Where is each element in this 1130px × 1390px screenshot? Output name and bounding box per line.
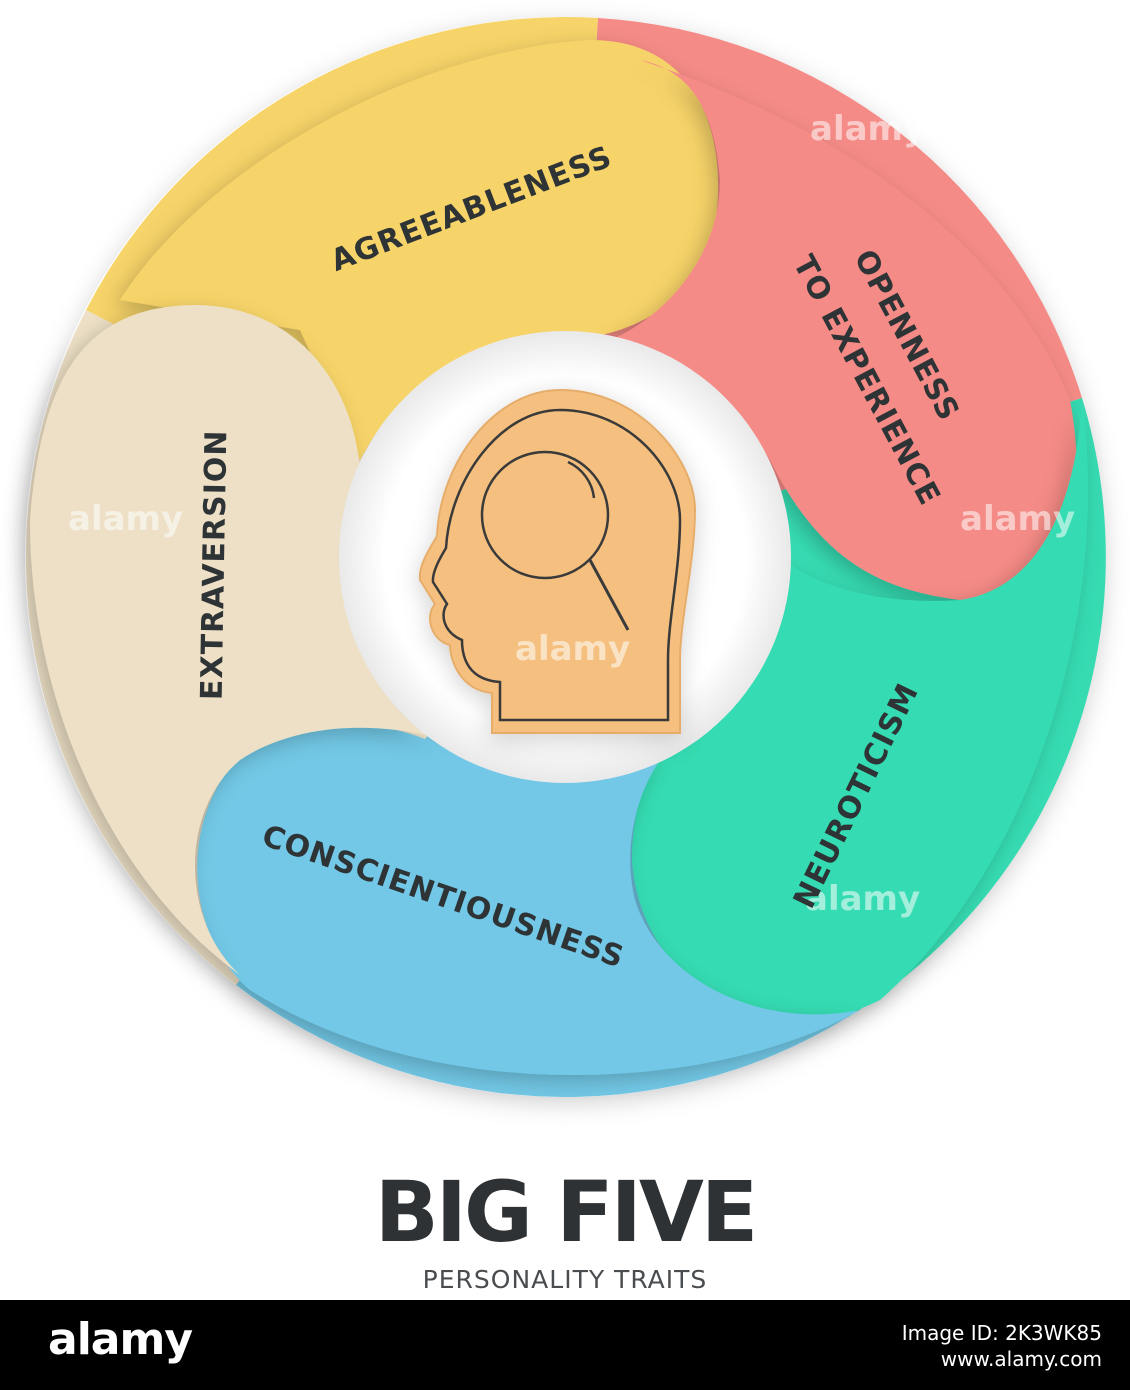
page-title: BIG FIVE (374, 1163, 759, 1261)
magnifier-glare (567, 460, 596, 499)
label-extraversion: EXTRAVERSION (195, 429, 235, 700)
head-outline (431, 408, 682, 722)
magnifier-handle (588, 559, 630, 631)
footer-info: Image ID: 2K3WK85 www.alamy.com (902, 1320, 1102, 1372)
footer-url: www.alamy.com (940, 1347, 1102, 1371)
magnifier-lens (480, 450, 610, 580)
big-five-diagram: alamy alamy alamy alamy alamy AGREEABLEN… (25, 17, 1106, 1097)
page-subtitle: PERSONALITY TRAITS (422, 1265, 708, 1294)
blob-extraversion (30, 304, 460, 975)
blob-neuroticism (632, 400, 1089, 1021)
footer-logo: alamy (48, 1314, 193, 1365)
watermark-text: alamy (960, 499, 1075, 539)
watermark-text: alamy (805, 879, 920, 919)
footer-image-id: Image ID: 2K3WK85 (901, 1321, 1102, 1345)
watermark-text: alamy (810, 109, 925, 149)
blob-agreeableness (120, 40, 719, 460)
watermarks: alamy alamy alamy alamy alamy (68, 109, 1075, 919)
watermark-text: alamy (68, 499, 183, 539)
segment-blobs (30, 40, 1089, 1075)
stock-footer: alamy Image ID: 2K3WK85 www.alamy.com (0, 1300, 1130, 1390)
head-shape (418, 388, 697, 734)
watermark-text: alamy (515, 629, 630, 669)
blob-conscientiousness (197, 720, 861, 1075)
blob-openness (610, 60, 1077, 602)
head-magnifier-icon (418, 388, 697, 734)
